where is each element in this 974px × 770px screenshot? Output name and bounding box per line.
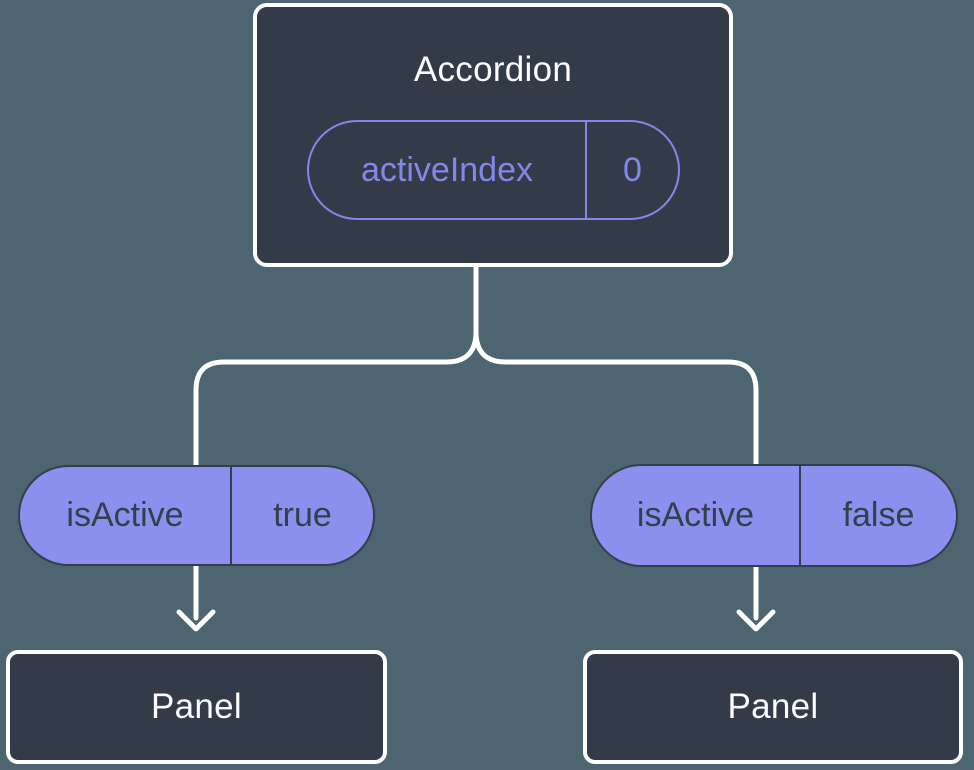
prop-value-label: true [273,496,332,534]
panel-node-right: Panel [583,650,963,764]
panel-node-title: Panel [727,687,819,726]
state-name-label: activeIndex [309,122,587,218]
arrow-down-icon [176,609,216,632]
accordion-node: Accordion activeIndex 0 [253,3,733,267]
branch-line-left [193,264,479,621]
panel-node-left: Panel [6,650,387,764]
prop-name-label: isActive [592,466,801,565]
state-pill: activeIndex 0 [307,120,680,220]
panel-node-title: Panel [150,687,243,726]
accordion-node-title: Accordion [413,50,573,89]
branch-line-right [473,264,759,621]
prop-pill-right: isActive false [590,464,958,567]
arrow-down-icon [736,609,776,632]
prop-name-label: isActive [20,467,232,564]
prop-pill-left: isActive true [18,465,375,566]
prop-value-label: false [842,496,915,534]
state-value-label: 0 [623,150,642,189]
